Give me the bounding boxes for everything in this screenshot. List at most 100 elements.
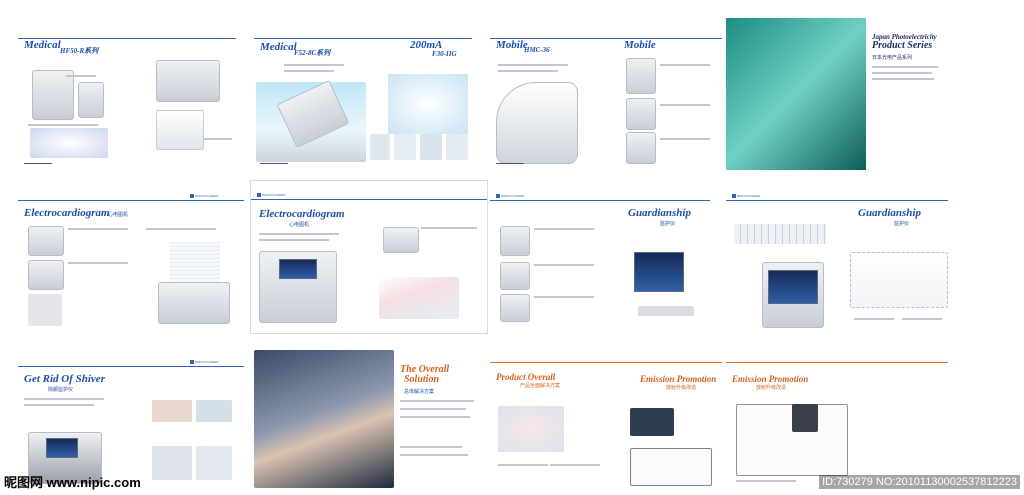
caption-line: [498, 70, 558, 72]
caption-line: [259, 233, 339, 235]
caption-line: [660, 138, 710, 140]
caption-line: [550, 464, 600, 466]
caption-line: [400, 446, 462, 448]
xray-table-image: [30, 128, 108, 158]
usage-photo-3: [152, 446, 192, 480]
caption-line: [24, 398, 104, 400]
ecg-screen: [279, 259, 317, 279]
series-title-line2: Product Series: [872, 40, 933, 51]
page-title-cn: 产品全面解决方案: [520, 383, 561, 389]
solution-title-line1: The Overall: [400, 364, 450, 375]
mobile-c-arm-image: [496, 82, 578, 164]
page-title-cn: 心电图机: [108, 212, 129, 218]
spread-medical-hf50: Medical HF50-R系列: [18, 20, 236, 170]
system-network-diagram: [736, 404, 848, 476]
thumb-1: [370, 134, 390, 160]
caption-line: [68, 262, 128, 264]
caption-line: [736, 480, 796, 482]
ecg-machine-image: [158, 282, 230, 324]
china-map-image: [498, 406, 564, 452]
caption-line: [68, 228, 128, 230]
model-label: F52-8C系列: [294, 49, 331, 57]
header-rule: [490, 362, 722, 363]
header-rule: [18, 200, 244, 201]
ecg-3d-chart: [379, 277, 459, 319]
brand-mark: NIHON KOHDEN: [496, 194, 524, 199]
caption-line: [872, 72, 932, 74]
header-rule: [490, 200, 710, 201]
equipment-photo: [792, 404, 818, 432]
xray-machine-image: [32, 70, 74, 120]
caption-line: [534, 228, 594, 230]
page-title: Medical: [260, 41, 297, 53]
monitor-image-2: [500, 262, 530, 290]
caption-line: [660, 64, 710, 66]
solution-title-line2: Solution: [404, 374, 440, 385]
defibrillator-screen: [46, 438, 78, 458]
header-rule: [18, 38, 236, 39]
footer-rule: [260, 163, 288, 164]
series-cn: 日本光电产品系列: [872, 55, 913, 61]
caption-line: [660, 104, 710, 106]
brand-mark: NIHON KOHDEN: [732, 194, 760, 199]
spread-ecg-1: NIHON KOHDEN Electrocardiogram 心电图机: [18, 182, 244, 332]
brand-mark: NIHON KOHDEN: [190, 194, 218, 199]
header-rule: [726, 362, 948, 363]
caption-line: [400, 416, 470, 418]
usage-photo-2: [196, 400, 232, 422]
section-title: Emission Promotion: [640, 374, 717, 384]
caption-line: [204, 138, 232, 140]
hand-puzzle-photo: [254, 350, 394, 488]
caption-line: [146, 228, 216, 230]
spread-mobile-hmc36: Mobile HMC-36 Mobile: [490, 20, 722, 170]
page-title-cn: 监护仪: [660, 221, 676, 227]
keyboard-image: [638, 306, 694, 316]
caption-line: [498, 64, 568, 66]
page-title-2: Mobile: [624, 39, 656, 51]
caption-line: [534, 264, 594, 266]
page-title-cn: 心电图机: [289, 222, 310, 228]
monitor-image-3: [500, 294, 530, 322]
caption-line: [498, 464, 548, 466]
brand-mark: NIHON KOHDEN: [190, 360, 218, 365]
monitor-image-1: [500, 226, 530, 256]
brand-mark: NIHON KOHDEN: [257, 193, 285, 198]
mobile-xray-image-2: [626, 98, 656, 130]
ecg-cart-image: [28, 294, 62, 326]
header-rule: [254, 38, 472, 39]
model-label: HMC-36: [524, 46, 550, 54]
footer-rule: [24, 163, 52, 164]
spread-ecg-2: NIHON KOHDEN Electrocardiogram 心电图机: [250, 180, 488, 334]
watermark: 昵图网 www.nipic.com: [4, 475, 141, 490]
ecg-device-image-2: [28, 260, 64, 290]
upgrade-photo: [630, 408, 674, 436]
caption-line: [24, 404, 94, 406]
monitor-grid-chart: [734, 224, 826, 244]
page-title: Medical: [24, 39, 61, 51]
page-title: Electrocardiogram: [24, 207, 110, 219]
caption-line: [872, 66, 938, 68]
xray-stand-image: [78, 82, 104, 118]
page-title: Electrocardiogram: [259, 208, 345, 220]
thumb-4: [446, 134, 468, 160]
ecg-portable-image: [383, 227, 419, 253]
solution-title-cn: 总体解决方案: [404, 389, 435, 395]
image-id: ID:730279 NO:20101130002537812223: [819, 475, 1020, 489]
spread-medical-f52: Medical F52-8C系列 200mA F30-IIG: [254, 20, 472, 170]
caption-line: [400, 400, 474, 402]
spread-emission-promotion: Emission Promotion 放射升级改造: [726, 360, 948, 488]
usage-photo-4: [196, 446, 232, 480]
spread-product-overall: Product Overall 产品全面解决方案 Emission Promot…: [490, 352, 722, 488]
caption-line: [66, 75, 96, 77]
mobile-xray-image-3: [626, 132, 656, 164]
spread-defibrillator: NIHON KOHDEN Get Rid Of Shiver 除颤监护仪: [18, 348, 244, 488]
caption-line: [854, 318, 894, 320]
model-label: HF50-R系列: [60, 47, 99, 55]
spread-overall-solution: The Overall Solution 总体解决方案: [254, 350, 486, 488]
header-rule: [18, 366, 244, 367]
page-title: Emission Promotion: [732, 374, 809, 384]
page-title-cn: 监护仪: [894, 221, 910, 227]
caption-line: [284, 70, 334, 72]
caption-line: [400, 408, 466, 410]
